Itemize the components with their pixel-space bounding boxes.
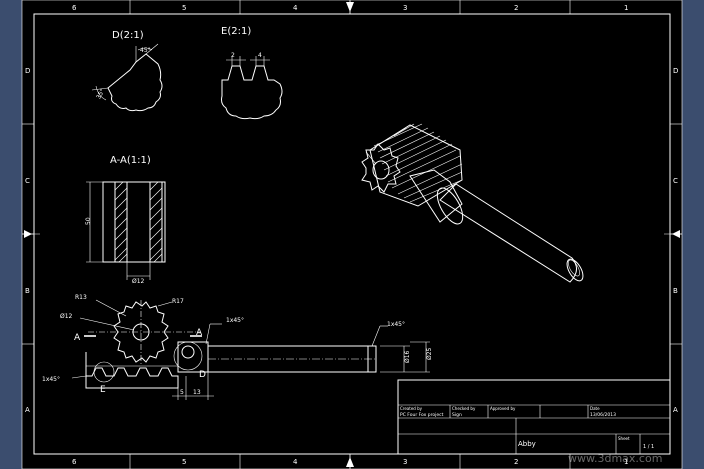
zone-number: 3 (403, 458, 407, 466)
border-top-numbers: 6 5 4 3 2 1 (72, 4, 628, 12)
drawing-sheet (22, 0, 682, 469)
dim-hub-diameter: Ø25 (426, 347, 433, 360)
detail-d-view: D(2:1) 45° 35° (91, 30, 163, 112)
zone-number: 3 (403, 4, 407, 12)
outer-border (21, 0, 683, 469)
detail-e-dim-4: 4 (258, 52, 262, 59)
created-by-value: PC Four Fox project (400, 412, 444, 418)
dim-r13: R13 (75, 294, 87, 301)
dim-chamfer-hub: 1x45° (226, 317, 244, 324)
zone-number: 6 (72, 4, 77, 12)
iso-gear-teeth (365, 123, 463, 203)
detail-d-label: D(2:1) (112, 30, 144, 41)
zone-number: 2 (514, 458, 518, 466)
section-aa-dim-bore: Ø12 (132, 278, 145, 285)
created-by-label: Created by (400, 406, 423, 411)
section-mark-a-left: A (74, 333, 81, 343)
zone-number: 5 (182, 4, 186, 12)
rack-profile (85, 352, 179, 389)
zone-letter: D (673, 67, 678, 75)
zone-letter: A (673, 406, 678, 414)
detail-e-outline (221, 65, 283, 120)
dim-shaft-diameter: Ø16 (404, 350, 411, 363)
zone-letter: A (25, 406, 30, 414)
front-view: A A E D R13 R17 Ø12 1x45° 1x45° 1x45° Ø1… (42, 294, 433, 400)
approved-by-label: Approved by (490, 406, 516, 411)
date-label: Date (590, 406, 600, 411)
watermark: www.3dmax.com (568, 452, 662, 465)
iso-gear-bore (372, 160, 390, 180)
title-block: Created by PC Four Fox project Checked b… (397, 379, 671, 455)
zone-letter: B (673, 287, 678, 295)
checked-by-value: Sign (452, 412, 462, 418)
detail-d-angle-35: 35° (95, 88, 106, 101)
zone-number: 1 (624, 4, 628, 12)
zone-number: 5 (182, 458, 186, 466)
detail-d-callout (173, 341, 203, 371)
zone-number: 4 (293, 458, 298, 466)
detail-e-view: E(2:1) 2 4 (221, 26, 283, 120)
zone-number: 6 (72, 458, 77, 466)
zone-number: 4 (293, 4, 298, 12)
section-mark-a-right: A (196, 328, 203, 338)
dim-gear-bore: Ø12 (60, 313, 73, 320)
iso-hub (409, 169, 463, 223)
dim-chamfer-shaft: 1x45° (387, 321, 405, 328)
detail-e-label: E(2:1) (221, 26, 251, 37)
detail-d-angle-45: 45° (140, 47, 151, 54)
detail-e-dim-2: 2 (231, 52, 235, 59)
dim-5: 5 (180, 389, 184, 396)
dim-13: 13 (193, 389, 201, 396)
border-right-letters: D C B A (673, 67, 678, 414)
detail-mark-d: D (199, 370, 206, 380)
date-value: 13/06/2013 (590, 412, 616, 418)
section-hatch (114, 181, 163, 263)
zone-number: 2 (514, 4, 518, 12)
zone-letter: C (25, 177, 30, 185)
dim-r17: R17 (172, 298, 184, 305)
section-aa-label: A-A(1:1) (110, 155, 151, 166)
isometric-view (361, 123, 584, 283)
section-aa-view: A-A(1:1) 50 Ø12 (85, 155, 166, 285)
checked-by-label: Checked by (452, 406, 476, 411)
part-name: Abby (518, 440, 536, 448)
sheet-value: 1 / 1 (643, 444, 654, 450)
detail-e-callout (93, 361, 115, 383)
zone-letter: C (673, 177, 678, 185)
zone-letter: D (25, 67, 30, 75)
gear-profile (113, 301, 169, 363)
section-aa-dim-50: 50 (85, 217, 92, 225)
dim-chamfer-rack: 1x45° (42, 376, 60, 383)
border-left-letters: D C B A (25, 67, 30, 414)
iso-shaft (439, 183, 577, 283)
border-bottom-numbers: 6 5 4 3 2 1 (72, 458, 628, 466)
zone-number: 1 (624, 458, 628, 466)
zone-letter: B (25, 287, 30, 295)
centering-marks (22, 0, 682, 469)
detail-d-outline (107, 53, 163, 112)
detail-mark-e: E (100, 385, 106, 395)
iso-gear-face (361, 143, 401, 193)
sheet-label: Sheet (618, 436, 630, 441)
